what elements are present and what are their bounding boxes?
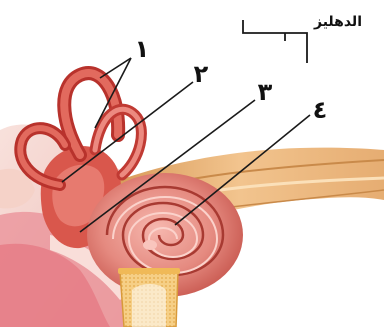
stapes — [118, 268, 180, 327]
label-2: ٢ — [194, 60, 209, 88]
label-3: ٣ — [258, 78, 273, 106]
vestibule-bracket — [243, 20, 307, 63]
vestibule-label: الدهليز — [313, 14, 362, 30]
label-4: ٤ — [313, 96, 328, 124]
label-1: ١ — [135, 35, 150, 63]
